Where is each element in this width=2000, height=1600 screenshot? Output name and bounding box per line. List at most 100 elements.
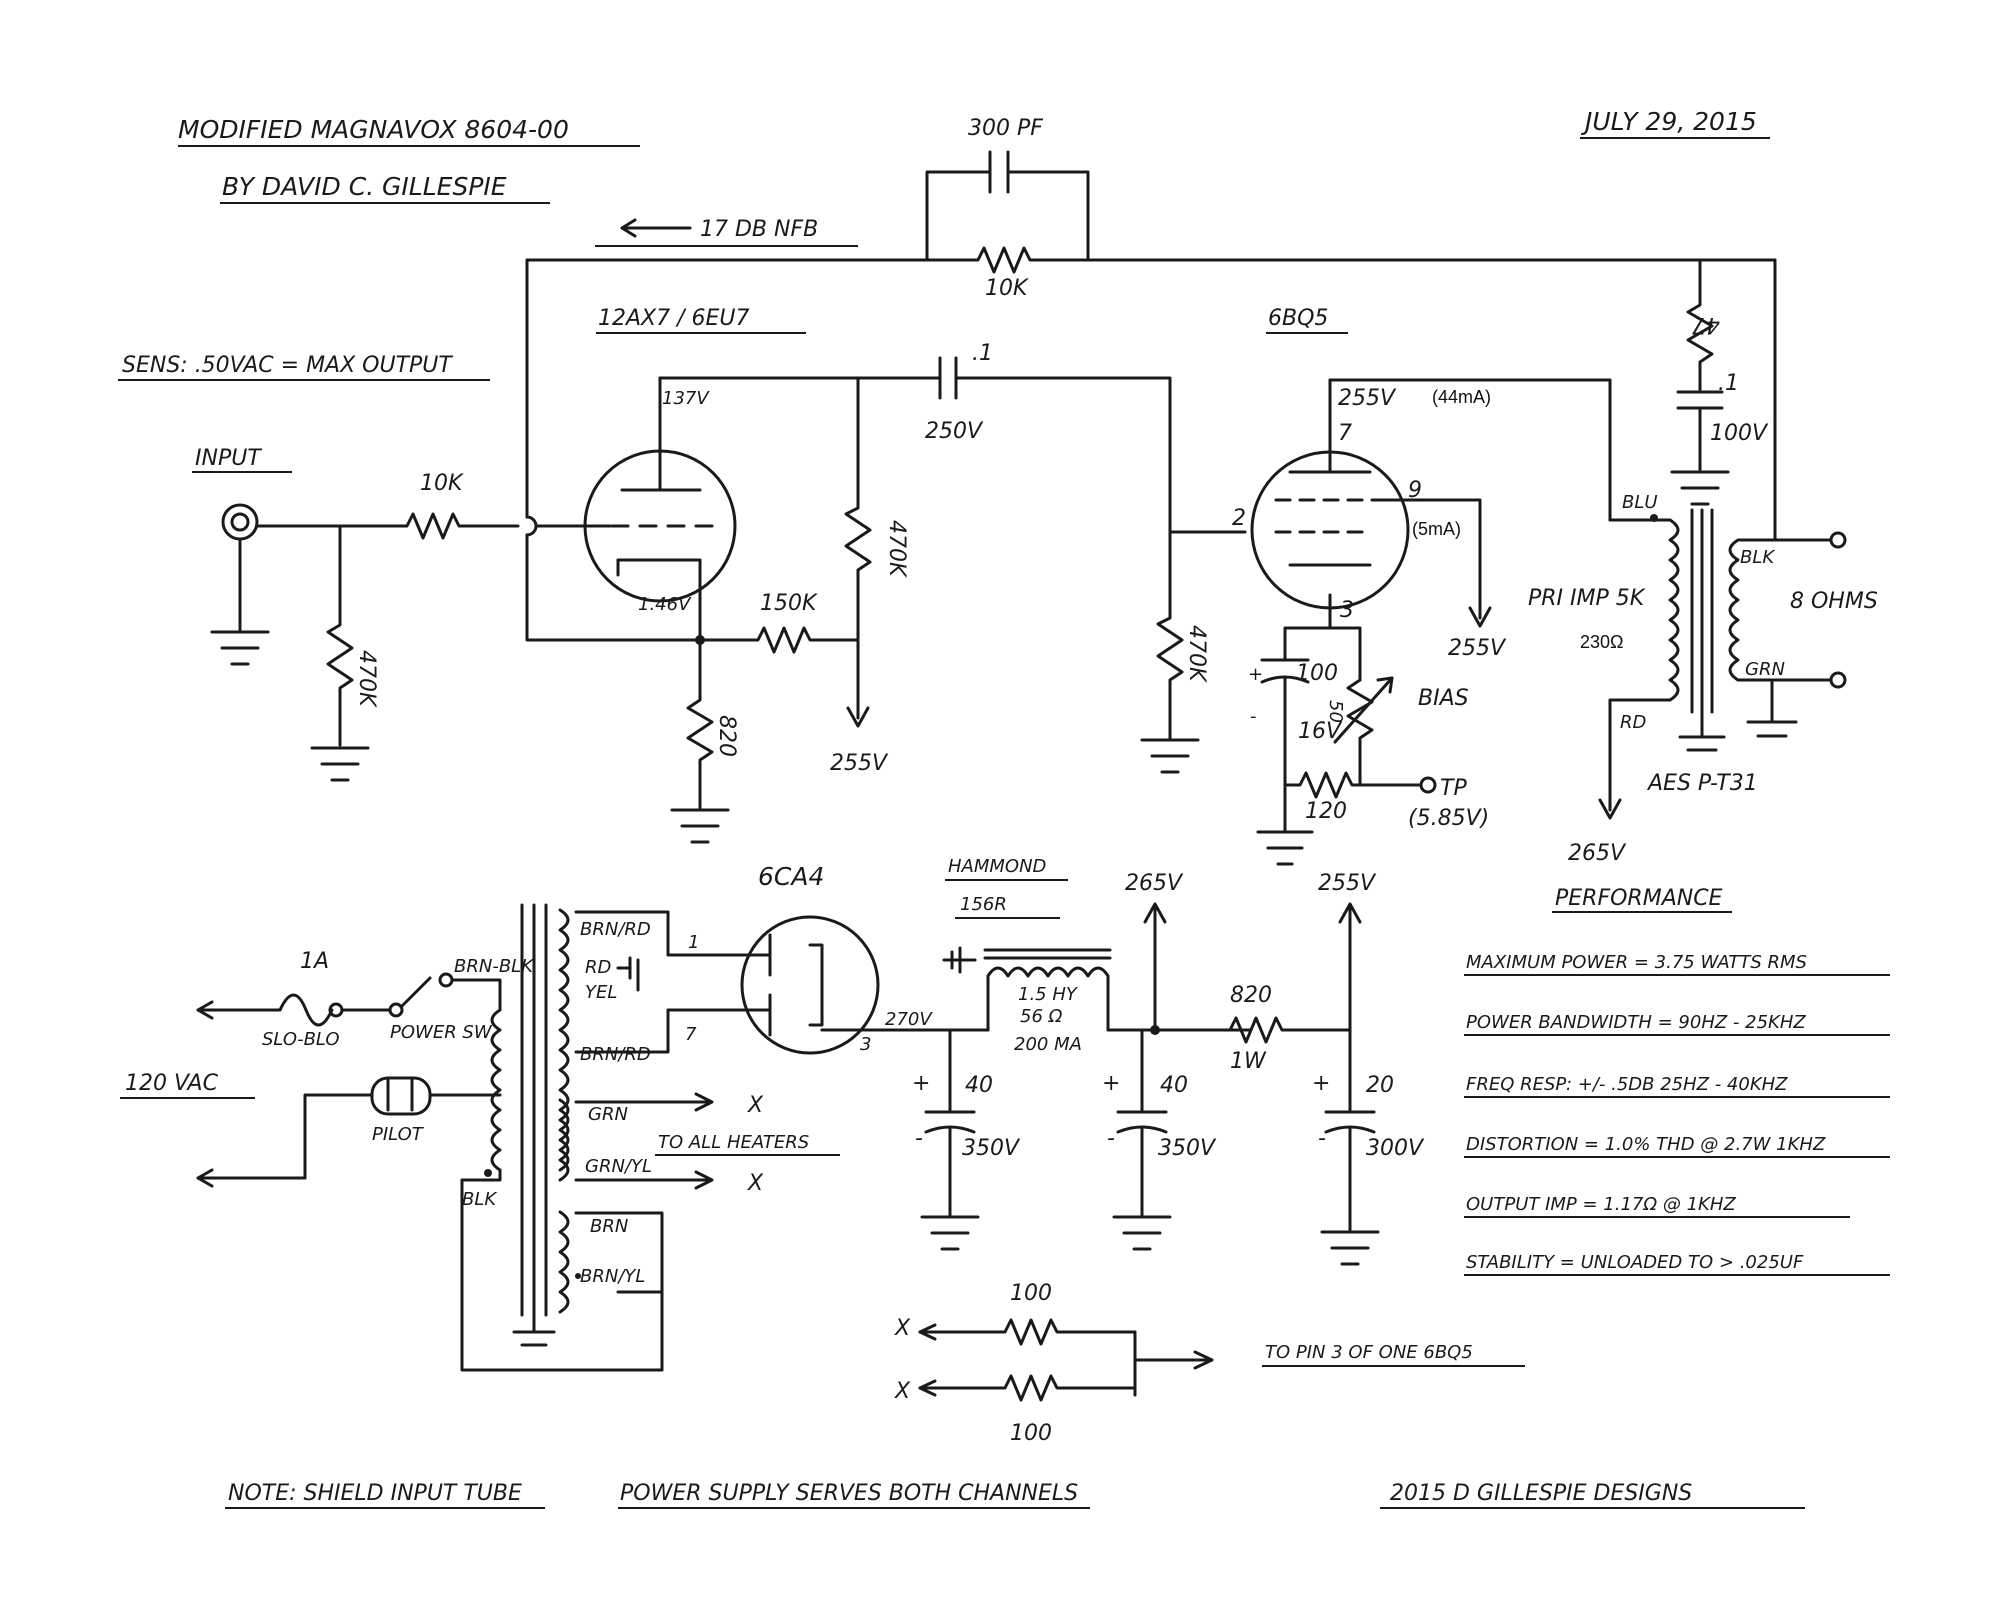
plate-supply-voltage: 255V [830,751,889,776]
pilot-label: PILOT [372,1124,425,1145]
zobel-resistor-value: 47 [1692,312,1720,337]
author: BY DAVID C. GILLESPIE [222,172,507,201]
c1-plus: + [912,1071,930,1096]
fuse-type: SLO-BLO [262,1029,340,1050]
choke [986,966,1110,978]
ot-blu: BLU [1622,492,1658,513]
c1-minus: - [915,1126,923,1151]
c3-value: 20 [1366,1073,1394,1098]
nfb-resistor-value: 10K [985,276,1029,301]
rect-pin-3: 3 [860,1034,871,1055]
ground-symbol [1112,1215,1172,1251]
rect-output-voltage: 270V [885,1009,933,1030]
test-point-label: TP [1440,776,1467,801]
rect-pin-7: 7 [685,1024,697,1045]
test-point-voltage: (5.85V) [1408,806,1489,831]
choke-brand: HAMMOND [948,856,1046,877]
ground-symbol [1746,720,1798,738]
input-resistor-value: 10K [420,471,464,496]
coupling-cap-value: .1 [972,341,993,366]
ground-symbol [512,1330,556,1347]
cap-plus: + [1248,664,1263,685]
tube2-screen-current: (5mA) [1412,519,1461,539]
date: JULY 29, 2015 [1580,107,1757,136]
fuse [278,993,334,1027]
performance-line: STABILITY = UNLOADED TO > .025UF [1466,1252,1804,1273]
pilot-lamp [370,1076,432,1116]
sec-brn: BRN [590,1216,628,1237]
sec-brn-rd-top: BRN/RD [580,919,651,940]
mains-label: 120 VAC [125,1071,219,1096]
zobel-cap-voltage: 100V [1710,421,1769,446]
title: MODIFIED MAGNAVOX 8604-00 [178,115,569,144]
c2-voltage: 350V [1158,1136,1217,1161]
performance-title: PERFORMANCE [1555,886,1723,911]
choke-resistance: 56 Ω [1020,1006,1063,1027]
ot-supply-voltage: 265V [1568,841,1627,866]
rectifier-label: 6CA4 [758,862,824,891]
performance-line: POWER BANDWIDTH = 90HZ - 25KHZ [1466,1012,1806,1033]
ot-primary-impedance: PRI IMP 5K [1528,586,1646,611]
bias-label: BIAS [1418,686,1469,711]
performance-list: MAXIMUM POWER = 3.75 WATTS RMS POWER BAN… [1464,952,1890,1276]
sec-rd: RD [585,957,611,978]
coupling-cap-voltage: 250V [925,419,984,444]
screen-supply-voltage: 255V [1448,636,1507,661]
nfb-label: 17 DB NFB [700,217,818,242]
sens-note: SENS: .50VAC = MAX OUTPUT [122,353,453,378]
tube2-pin-cathode: 3 [1340,598,1354,623]
ground-symbol [1140,738,1200,774]
node-265v: 265V [1125,871,1184,896]
ground-symbol [1670,470,1730,506]
sec-grn: GRN [588,1104,628,1125]
ground-symbol [1256,830,1314,866]
cathode-resistor2-value: 120 [1305,799,1347,824]
speaker-terminal-hot[interactable] [1829,531,1847,549]
tube-6bq5 [1250,378,1410,610]
ground-symbol [1678,735,1726,752]
hum-resistor-1: 100 [1010,1281,1052,1306]
nfb-resistor [925,246,1090,274]
drop-resistor-watts: 1W [1230,1049,1267,1074]
plate-resistor-value: 470K [884,520,909,578]
nfb-arrow [620,218,692,238]
c1-value: 40 [965,1073,993,1098]
output-transformer [1650,508,1740,714]
drop-resistor-value: 820 [1230,983,1272,1008]
c2-minus: - [1107,1126,1115,1151]
shield-note: NOTE: SHIELD INPUT TUBE [228,1481,522,1506]
tube1-label: 12AX7 / 6EU7 [598,306,750,331]
ground-symbol [310,746,370,782]
hum-x-2: X [894,1379,911,1404]
cap-minus: - [1250,706,1257,727]
test-point[interactable] [1419,776,1437,794]
power-switch[interactable] [388,1002,404,1018]
ot-model: AES P-T31 [1646,771,1758,796]
sec-grn-yl: GRN/YL [585,1156,652,1177]
c3-minus: - [1318,1126,1326,1151]
input-jack[interactable] [221,503,259,541]
choke-inductance: 1.5 HY [1018,984,1079,1005]
heaters-label: TO ALL HEATERS [658,1132,809,1153]
ground-symbol [670,808,730,844]
tube-12ax7 [583,376,737,642]
bias-pot[interactable] [1346,678,1374,787]
tube2-pin-screen: 9 [1408,478,1422,503]
psu-note: POWER SUPPLY SERVES BOTH CHANNELS [620,1481,1078,1506]
cathode-resistor-value: 820 [714,715,739,757]
ot-blk: BLK [1740,547,1775,568]
bias-pot-value: 50 [1325,700,1346,723]
performance-line: OUTPUT IMP = 1.17Ω @ 1KHZ [1466,1194,1736,1215]
c3-voltage: 300V [1366,1136,1425,1161]
nfb-cap-value: 300 PF [968,116,1043,141]
speaker-impedance: 8 OHMS [1790,589,1878,614]
speaker-terminal-common[interactable] [1829,671,1847,689]
performance-line: MAXIMUM POWER = 3.75 WATTS RMS [1466,952,1807,973]
grid-resistor-value: 470K [354,650,379,708]
zobel-cap-value: .1 [1718,371,1739,396]
cathode-cap-value: 100 [1296,661,1338,686]
heater-x-2: X [747,1171,764,1196]
primary-blk-label: BLK [462,1189,497,1210]
